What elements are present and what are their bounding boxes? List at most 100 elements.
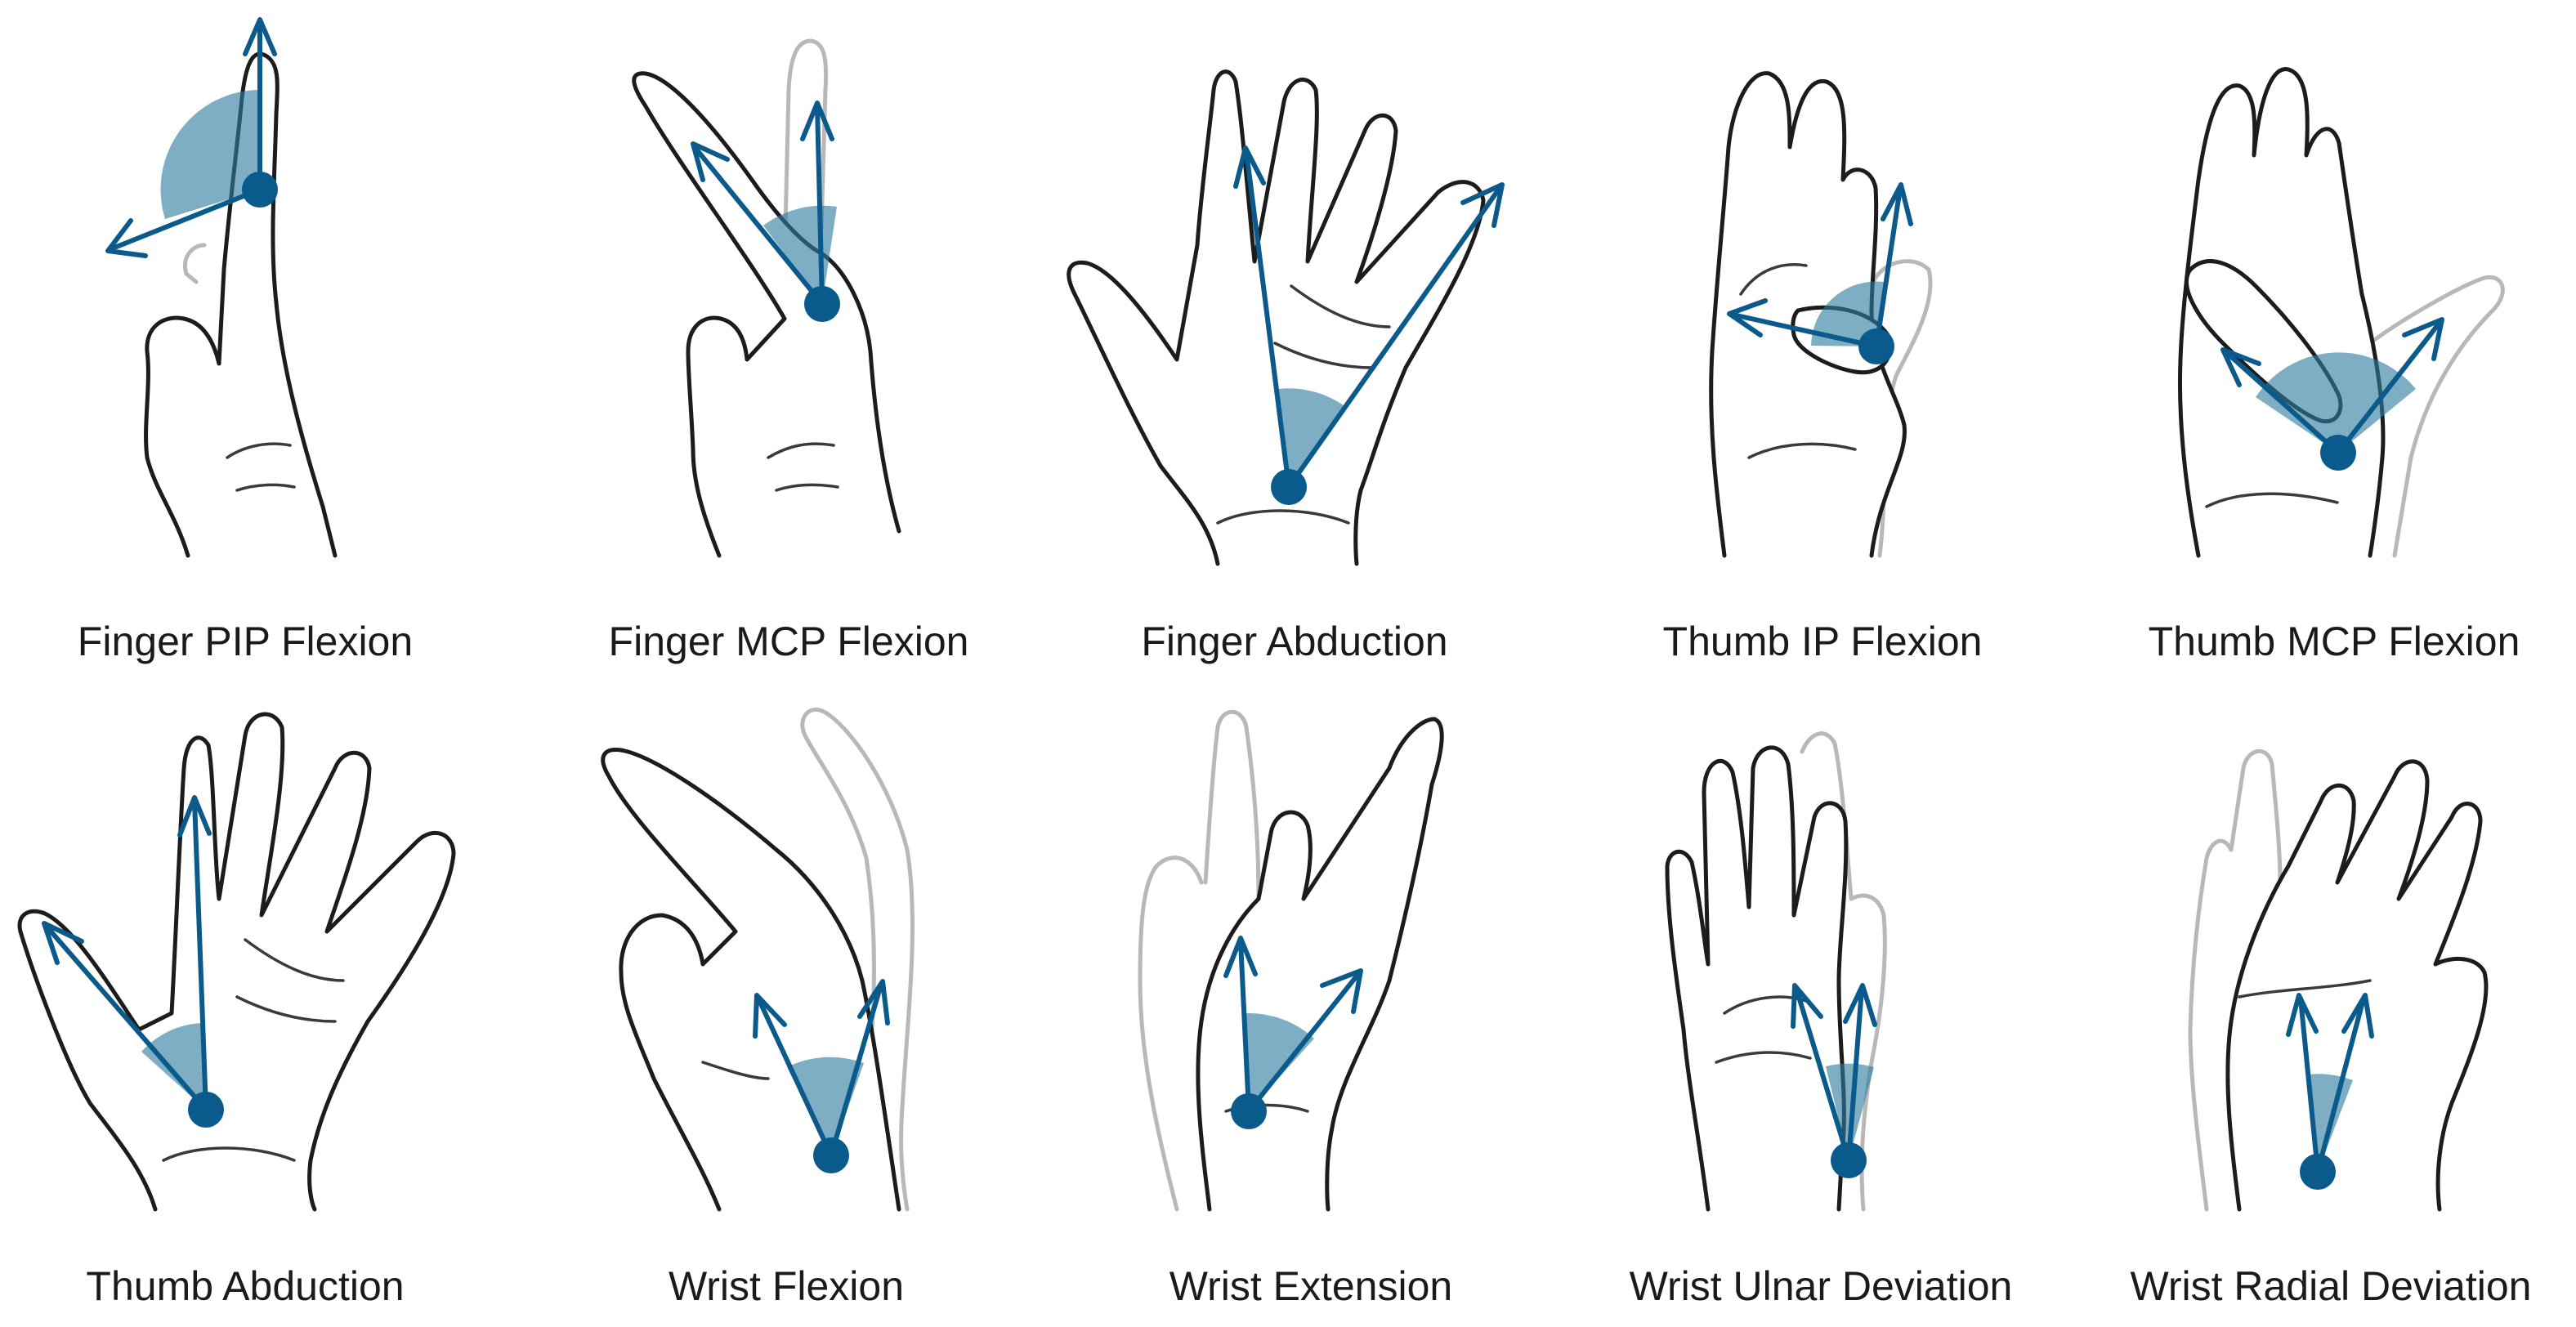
angle-sector xyxy=(160,90,260,219)
hand-outline xyxy=(2225,759,2489,1212)
hand-outline xyxy=(632,71,901,558)
angle-sector xyxy=(1811,281,1884,346)
caption-thumb-ip-flexion: Thumb IP Flexion xyxy=(1662,619,1983,664)
caption-wrist-radial-deviation: Wrist Radial Deviation xyxy=(2130,1263,2532,1309)
arrow-head xyxy=(691,141,730,182)
panel-finger-mcp-flexion xyxy=(632,38,901,558)
crease xyxy=(235,483,296,492)
arrow-vector xyxy=(1846,986,1864,1163)
ghost-thumb xyxy=(2368,275,2505,558)
crease xyxy=(1739,263,1808,296)
ghost-hand xyxy=(800,707,915,1212)
caption-thumb-abduction: Thumb Abduction xyxy=(86,1263,405,1309)
ghost-finger xyxy=(183,243,207,284)
arrow-head xyxy=(243,17,277,56)
caption-wrist-ulnar-deviation: Wrist Ulnar Deviation xyxy=(1629,1263,2013,1309)
crease xyxy=(2205,492,2339,508)
arrow-vector xyxy=(1238,939,1251,1114)
ghost-finger xyxy=(782,38,829,264)
hand-outline xyxy=(17,712,456,1212)
joint-marker xyxy=(1831,1142,1867,1178)
caption-thumb-mcp-flexion: Thumb MCP Flexion xyxy=(2148,619,2520,664)
arrow-vector xyxy=(1874,185,1903,349)
panel-thumb-mcp-flexion xyxy=(2177,67,2505,558)
joint-marker xyxy=(188,1092,224,1128)
panel-wrist-ulnar-deviation xyxy=(1665,731,1887,1212)
joint-marker xyxy=(813,1137,849,1173)
crease xyxy=(244,938,345,982)
arrow-vector xyxy=(2315,996,2366,1174)
arrow-vector xyxy=(1246,972,1361,1114)
arrow-vector xyxy=(2298,996,2320,1174)
joint-marker xyxy=(2300,1154,2336,1190)
panel-finger-abduction xyxy=(1067,69,1505,566)
caption-finger-mcp-flexion: Finger MCP Flexion xyxy=(608,619,969,664)
arrow-vector xyxy=(192,798,208,1112)
panel-thumb-ip-flexion xyxy=(1709,71,1933,558)
angle-sector xyxy=(787,1057,864,1155)
crease xyxy=(1290,284,1391,328)
arrow-vector xyxy=(1794,986,1851,1163)
joint-marker xyxy=(242,172,278,208)
hand-outline xyxy=(1665,745,1849,1212)
arrow-head xyxy=(2402,317,2444,361)
arrow-head xyxy=(1460,182,1505,228)
panel-wrist-flexion xyxy=(601,707,915,1212)
crease xyxy=(2238,979,2372,999)
arrow-head xyxy=(2341,993,2374,1039)
arrow-head xyxy=(2220,347,2261,387)
angle-sector xyxy=(1277,388,1347,487)
crease xyxy=(1747,442,1857,459)
panel-wrist-radial-deviation xyxy=(2188,748,2489,1212)
panel-finger-pip-flexion xyxy=(105,17,338,558)
hand-outline xyxy=(601,747,901,1212)
crease xyxy=(162,1146,296,1162)
crease xyxy=(1273,342,1375,369)
joint-marker xyxy=(1271,469,1307,505)
crease xyxy=(775,483,839,492)
caption-finger-abduction: Finger Abduction xyxy=(1141,619,1448,664)
arrow-head xyxy=(1223,936,1258,978)
panel-thumb-abduction xyxy=(17,712,456,1212)
arrow-head xyxy=(1843,983,1877,1027)
arrow-vector xyxy=(2336,320,2442,455)
arrow-head xyxy=(1320,968,1363,1014)
arrow-head xyxy=(1881,182,1913,226)
arrow-vector xyxy=(108,187,262,252)
arrow-vector xyxy=(45,925,208,1112)
arrow-head xyxy=(105,218,148,258)
arrow-head xyxy=(42,921,84,965)
arrow-head xyxy=(800,101,834,141)
joint-marker xyxy=(804,286,840,322)
crease xyxy=(1715,1051,1812,1064)
arrow-head xyxy=(753,993,787,1039)
arrow-head xyxy=(1233,145,1266,189)
arrow-head xyxy=(857,979,890,1025)
crease xyxy=(1216,509,1350,525)
ghost-hand xyxy=(1800,731,1887,1212)
panel-wrist-extension xyxy=(1138,709,1444,1212)
hand-outline xyxy=(1196,717,1444,1212)
crease xyxy=(767,442,835,459)
joint-marker xyxy=(1231,1093,1267,1129)
arrow-vector xyxy=(1244,149,1291,489)
arrow-vector xyxy=(692,145,825,306)
crease xyxy=(226,442,292,459)
arrow-head xyxy=(2286,993,2319,1037)
arrow-head xyxy=(1727,298,1768,337)
arrow-vector xyxy=(829,982,883,1158)
arrow-vector xyxy=(1286,185,1502,489)
hand-outline xyxy=(1067,69,1486,566)
crease xyxy=(235,995,337,1023)
joint-marker xyxy=(1858,328,1894,364)
crease xyxy=(701,1061,770,1080)
joint-marker xyxy=(2320,435,2356,471)
arrow-head xyxy=(177,795,212,838)
ghost-hand xyxy=(1138,709,1261,1212)
angle-sector xyxy=(1245,1012,1314,1111)
arrow-vector xyxy=(2225,351,2341,455)
arrow-vector xyxy=(815,104,825,306)
caption-wrist-flexion: Wrist Flexion xyxy=(668,1263,904,1309)
ghost-hand xyxy=(2188,748,2283,1212)
